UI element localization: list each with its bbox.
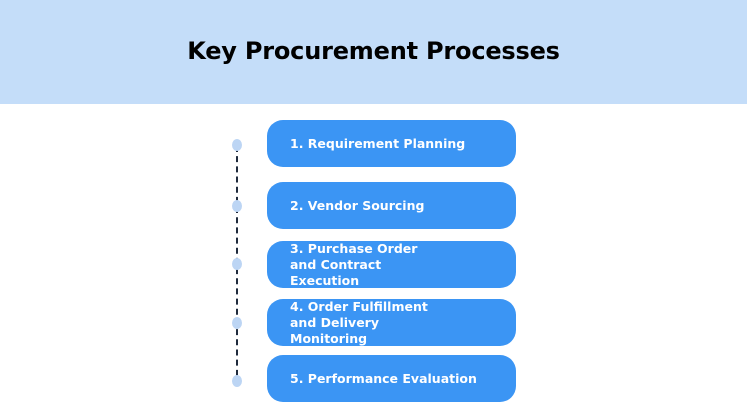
process-step-vendor-sourcing: 2. Vendor Sourcing (267, 182, 516, 229)
process-step-label: 4. Order Fulfillment and Delivery Monito… (290, 298, 428, 346)
timeline-node (232, 317, 242, 329)
timeline-node (232, 139, 242, 151)
timeline-node (232, 258, 242, 270)
process-step-label: 1. Requirement Planning (290, 135, 466, 151)
process-step-label: 3. Purchase Order and Contract Execution (290, 240, 418, 288)
page-title: Key Procurement Processes (187, 37, 560, 65)
process-step-label: 2. Vendor Sourcing (290, 197, 425, 213)
process-step-requirement-planning: 1. Requirement Planning (267, 120, 516, 167)
process-step-performance-evaluation: 5. Performance Evaluation (267, 355, 516, 402)
timeline-node (232, 375, 242, 387)
process-step-label: 5. Performance Evaluation (290, 370, 477, 386)
process-step-purchase-order: 3. Purchase Order and Contract Execution (267, 241, 516, 288)
timeline-node (232, 200, 242, 212)
process-step-order-fulfillment: 4. Order Fulfillment and Delivery Monito… (267, 299, 516, 346)
header-banner: Key Procurement Processes (0, 0, 747, 104)
